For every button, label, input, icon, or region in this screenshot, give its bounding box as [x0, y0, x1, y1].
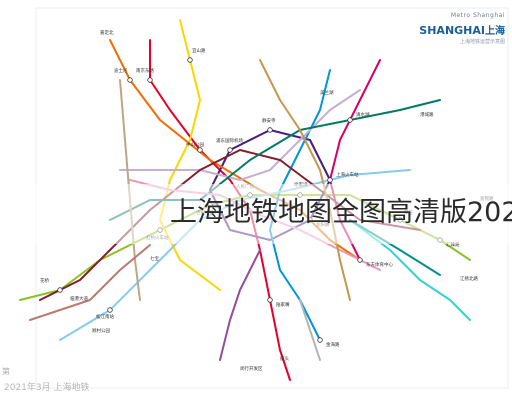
station-17[interactable]: [317, 337, 323, 343]
station-label: 东方体育中心: [366, 261, 393, 268]
station-label: 上海火车站: [336, 171, 359, 178]
station-4[interactable]: [327, 177, 333, 183]
station-14[interactable]: [57, 287, 63, 293]
brand-title-en: SHANGHAI: [419, 24, 485, 37]
line-5[interactable]: [219, 249, 261, 361]
station-5[interactable]: [227, 147, 233, 153]
station-label: 静安寺: [262, 117, 276, 124]
station-label: 汇臻路: [446, 241, 460, 248]
station-8[interactable]: [197, 147, 203, 153]
station-label: 滴水湖: [356, 111, 370, 118]
station-18[interactable]: [127, 77, 133, 83]
line-17[interactable]: [29, 244, 151, 321]
station-label: 陆家嘴: [276, 301, 290, 308]
station-15[interactable]: [107, 307, 113, 313]
station-label: 临港大道: [70, 295, 88, 302]
station-19[interactable]: [347, 117, 353, 123]
station-6[interactable]: [267, 127, 273, 133]
line-3[interactable]: [159, 19, 221, 291]
watermark-text: 2021年3月 上海地铁: [4, 383, 90, 393]
station-label: 港城路: [420, 111, 434, 118]
station-label: 美兰湖: [320, 89, 334, 96]
station-10[interactable]: [147, 77, 153, 83]
station-label: 浦东国际机场: [216, 137, 243, 144]
pujiang-line[interactable]: [299, 299, 321, 361]
station-label: 航头: [280, 355, 289, 362]
line-18[interactable]: [259, 59, 351, 301]
station-11[interactable]: [187, 57, 193, 63]
station-label: 金海路: [326, 341, 340, 348]
station-label: 南京东路: [136, 67, 154, 74]
brand-version: 上海地铁运营示意图: [459, 39, 505, 45]
station-9[interactable]: [267, 297, 273, 303]
station-label: 迪士尼: [114, 67, 128, 74]
station-label: 闵行开发区: [240, 365, 263, 372]
caption-title: 上海地铁地图全图高清版2022: [170, 197, 512, 228]
station-label: 宜山路: [192, 47, 206, 54]
station-12[interactable]: [357, 257, 363, 263]
station-label: 江杨北路: [460, 275, 478, 282]
station-label: 嘉定北: [100, 29, 114, 36]
station-label: 松江南站: [96, 313, 114, 320]
brand-block: Metro Shanghai SHANGHAI上海 上海地铁运营示意图: [413, 12, 505, 45]
station-label: 花桥: [40, 277, 49, 284]
line-10[interactable]: [119, 89, 361, 181]
brand-subtitle: Metro Shanghai: [450, 12, 505, 19]
corner-mark: 第: [2, 367, 10, 376]
caption-band: [0, 184, 512, 244]
station-label: 七宝: [150, 255, 159, 262]
station-label: 顾村公园: [92, 327, 110, 334]
brand-title-cn: 上海: [485, 26, 505, 37]
brand-title-row: SHANGHAI上海: [413, 19, 505, 38]
station-label: 中山公园: [186, 141, 204, 148]
